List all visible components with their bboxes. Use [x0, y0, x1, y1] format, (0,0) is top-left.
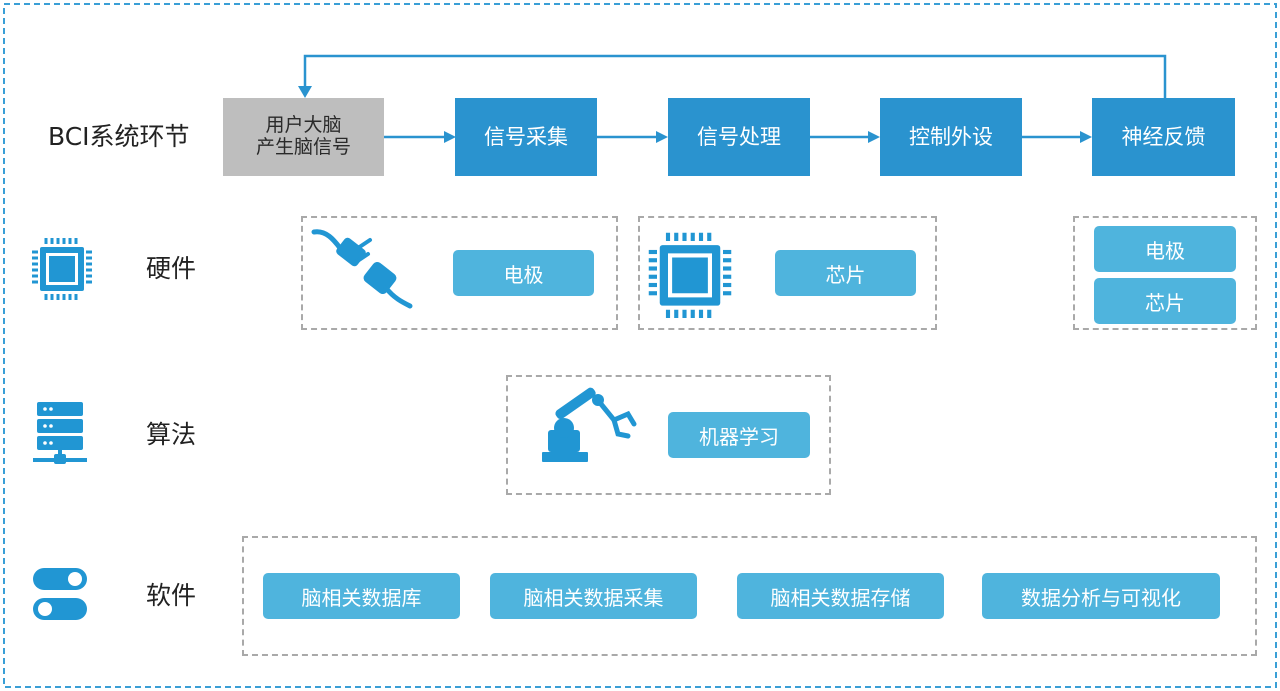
row-label-software: 软件 [146, 581, 197, 610]
flow-signal-acquisition: 信号采集 [455, 98, 597, 176]
row-label-algorithm: 算法 [146, 420, 197, 449]
flow-user-brain-label: 用户大脑 产生脑信号 [255, 114, 351, 158]
machine-learning-pill: 机器学习 [668, 412, 810, 458]
flow-control-peripheral: 控制外设 [880, 98, 1022, 176]
algorithm-group [506, 375, 831, 495]
feedback-loop-arrow [303, 54, 1167, 98]
electrode-pill: 电极 [453, 250, 594, 296]
feedback-chip-pill: 芯片 [1094, 278, 1236, 324]
plug-icon [311, 229, 413, 309]
chip-icon [648, 232, 732, 318]
software-pill-brain-data-storage: 脑相关数据存储 [737, 573, 944, 619]
software-group [242, 536, 1257, 656]
chip-group [638, 216, 937, 330]
server-icon [33, 402, 87, 464]
feedback-electrode-pill: 电极 [1094, 226, 1236, 272]
feedback-hardware-group [1073, 216, 1257, 330]
flow-neuro-feedback: 神经反馈 [1092, 98, 1235, 176]
software-pill-brain-data-acquisition: 脑相关数据采集 [490, 573, 697, 619]
flow-user-brain: 用户大脑 产生脑信号 [223, 98, 384, 176]
chip-pill: 芯片 [775, 250, 916, 296]
robot-arm-icon [542, 387, 637, 462]
toggle-icon [33, 568, 87, 620]
flow-arrows [384, 131, 1092, 143]
electrode-group [301, 216, 618, 330]
software-pill-brain-database: 脑相关数据库 [263, 573, 460, 619]
row-label-hardware: 硬件 [146, 254, 197, 283]
software-pill-data-analysis-visualization: 数据分析与可视化 [982, 573, 1220, 619]
flow-signal-processing: 信号处理 [668, 98, 810, 176]
chip-icon [32, 238, 92, 300]
feedback-loop-arrowhead [298, 86, 312, 98]
bci-title: BCI系统环节 [48, 122, 190, 151]
